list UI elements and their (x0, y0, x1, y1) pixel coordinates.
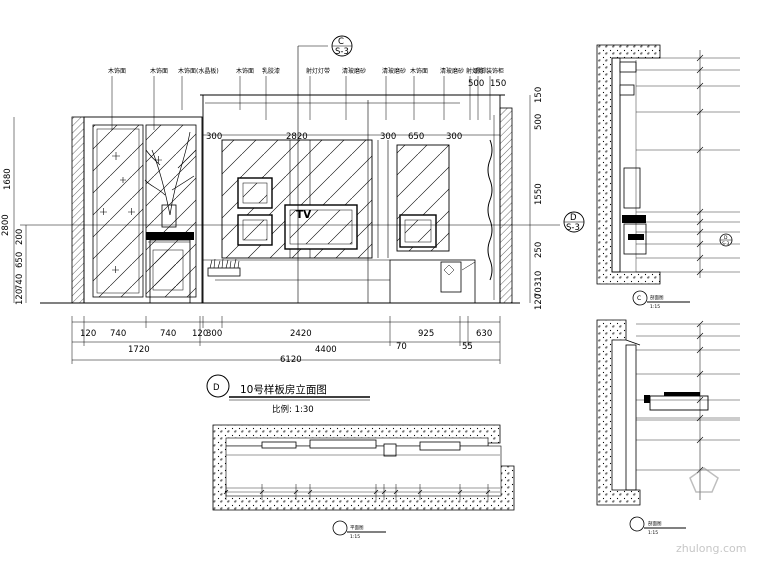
total-dim-label: 6120 (280, 355, 302, 365)
bottom-dim-label: 4400 (315, 345, 337, 355)
elevation-scale: 比例: 1:30 (272, 404, 314, 415)
panel-dim-label: 300 (206, 132, 222, 142)
right-top-dim-label: 150 (490, 79, 506, 89)
elevation-title: 10号样板房立面图 (240, 383, 327, 396)
tv-label: TV (296, 209, 312, 221)
material-label: 清玻磨砂 (440, 67, 464, 75)
right-top-dimensions: 500 150 (468, 79, 506, 89)
main-elevation: TV C S-3 D S-3 木饰面木饰面木饰面(水晶板)木饰面乳胶漆射灯灯带清… (1, 35, 585, 415)
material-label: 清玻磨砂 (382, 67, 406, 75)
material-label: 清玻磨砂 (342, 67, 366, 75)
watermark-text: zhulong.com (676, 542, 746, 555)
side-section-top: D S-3 C 剖面图 1:15 (596, 44, 740, 310)
side-bottom-caption: 剖面图 (648, 520, 662, 527)
left-dim-label: 120 (15, 289, 25, 305)
left-dim-label: 200 (15, 229, 25, 245)
panel-dim-label: 300 (446, 132, 462, 142)
bottom-dim-label: 70 (396, 342, 407, 352)
plan-caption: 平面图 (350, 525, 364, 531)
right-dim-label: 250 (534, 242, 544, 258)
right-dim-label: 120 (534, 294, 544, 310)
side-top-scale: 1:15 (650, 304, 660, 310)
label-leaders (111, 76, 491, 130)
material-label: 乳胶漆 (262, 67, 280, 75)
side-bottom-scale: 1:15 (648, 530, 658, 536)
side-section-bottom: 剖面图 1:15 (596, 319, 740, 536)
bottom-dim-label: 630 (476, 329, 492, 339)
material-label: 木饰面 (236, 67, 254, 75)
branch-decoration (144, 131, 197, 216)
section-d-letter: D (570, 213, 577, 223)
bottom-dim-label: 120 (80, 329, 96, 339)
right-top-dim-label: 500 (468, 79, 484, 89)
material-label: 射灯灯带 (306, 67, 330, 75)
right-dim-label: 70 (534, 287, 544, 298)
plan-dimension-ticks (223, 484, 500, 500)
top-material-labels: 木饰面木饰面木饰面(水晶板)木饰面乳胶漆射灯灯带清玻磨砂清玻磨砂木饰面清玻磨砂射… (108, 67, 504, 75)
left-dim-label: 740 (15, 274, 25, 290)
panel-dimensions: 300 2820 300 650 300 (206, 132, 462, 142)
right-dim-label: 150 (534, 87, 544, 103)
material-label: 踢脚 (474, 67, 486, 75)
left-dim-label: 1680 (3, 168, 13, 190)
section-c-letter: C (338, 37, 344, 47)
section-c-ref: S-3 (335, 47, 349, 57)
material-label: 木饰面 (108, 67, 126, 75)
right-dim-label: 310 (534, 271, 544, 287)
right-dim-label: 1550 (534, 183, 544, 205)
panel-dim-label: 300 (380, 132, 396, 142)
panel-dim-label: 650 (408, 132, 424, 142)
bottom-dim-label: 740 (160, 329, 176, 339)
side-bottom-dimension-ticks (636, 320, 740, 474)
material-label: 装饰柜 (486, 67, 504, 75)
callout-letter: D (724, 235, 728, 241)
material-label: 射灯灯 (466, 67, 484, 75)
section-d-ref: S-3 (566, 223, 580, 233)
material-label: 木饰面(水晶板) (178, 67, 219, 75)
side-top-caption: 剖面图 (650, 294, 664, 301)
plan-scale: 1:15 (350, 534, 360, 540)
elevation-tag: D (213, 383, 220, 393)
left-dim-label: 2800 (1, 214, 11, 236)
plan-view: 平面图 1:15 (212, 424, 515, 540)
watermark: zhulong.com (676, 467, 746, 555)
side-top-tag: C (637, 295, 641, 302)
bottom-dim-label: 1720 (128, 345, 150, 355)
bottom-dim-label: 925 (418, 329, 434, 339)
bottom-dim-label: 55 (462, 342, 473, 352)
bottom-dim-label: 740 (110, 329, 126, 339)
right-dim-label: 500 (534, 114, 544, 130)
material-label: 木饰面 (150, 67, 168, 75)
sparkle-marks (100, 152, 162, 273)
bottom-dim-label: 300 (206, 329, 222, 339)
material-label: 木饰面 (410, 67, 428, 75)
panel-dim-label: 2820 (286, 132, 308, 142)
bottom-dim-label: 2420 (290, 329, 312, 339)
left-dim-label: 650 (15, 252, 25, 268)
callout-ref: S-3 (722, 241, 729, 247)
